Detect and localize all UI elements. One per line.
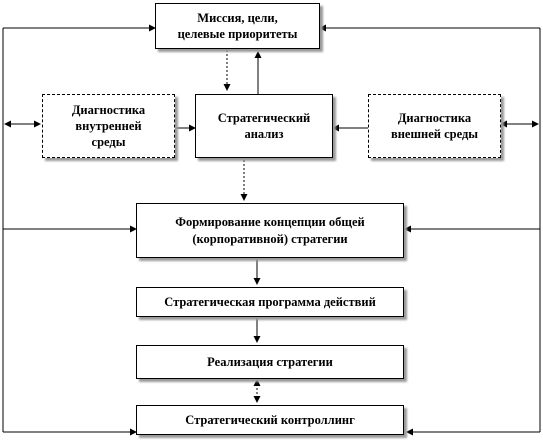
external-diagnostics-box: Диагностика внешней среды [368, 94, 501, 158]
external-diagnostics-label: Диагностика внешней среды [390, 110, 479, 141]
mission-box: Миссия, цели, целевые приоритеты [155, 3, 320, 49]
internal-diagnostics-box: Диагностика внутренней среды [42, 94, 175, 158]
program-label: Стратегическая программа действий [164, 294, 376, 309]
strategic-analysis-label: Стратегический анализ [217, 110, 311, 141]
strategic-analysis-box: Стратегический анализ [195, 94, 333, 158]
controlling-box: Стратегический контроллинг [136, 405, 404, 435]
program-box: Стратегическая программа действий [136, 287, 404, 317]
implementation-label: Реализация стратегии [207, 354, 333, 369]
implementation-box: Реализация стратегии [136, 345, 404, 379]
concept-box: Формирование концепции общей (корпоратив… [136, 203, 404, 258]
controlling-label: Стратегический контроллинг [185, 412, 355, 427]
concept-label: Формирование концепции общей (корпоратив… [175, 215, 365, 246]
mission-label: Миссия, цели, целевые приоритеты [177, 10, 298, 41]
internal-diagnostics-label: Диагностика внутренней среды [71, 102, 146, 150]
